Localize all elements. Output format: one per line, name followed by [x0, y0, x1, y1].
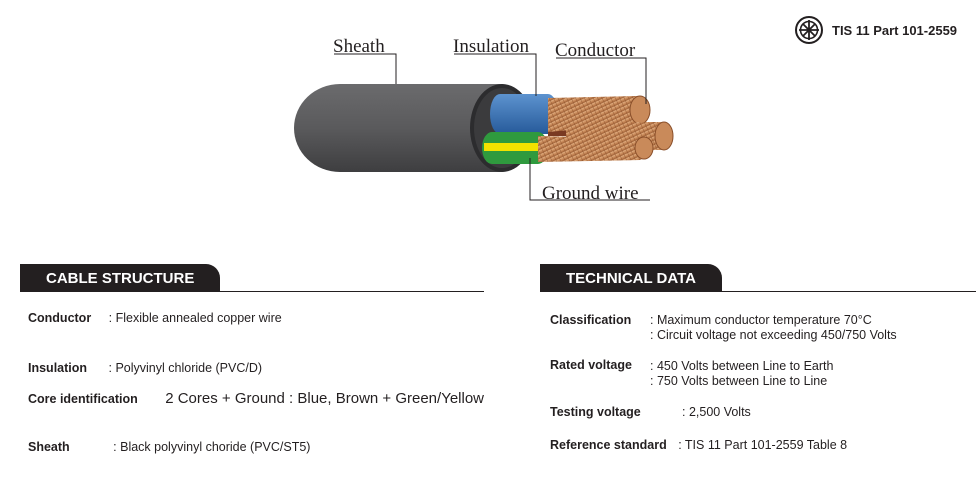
cable-diagram: [294, 53, 674, 201]
cable-row-insulation: Insulation : Polyvinyl chloride (PVC/D): [28, 361, 262, 376]
tis-mark-icon: [795, 16, 823, 44]
insulation-label: Insulation: [453, 36, 529, 57]
cable-structure-heading: CABLE STRUCTURE: [20, 264, 221, 292]
tech-row-rated-voltage-values: : 450 Volts between Line to Earth : 750 …: [650, 359, 833, 389]
technical-data-heading: TECHNICAL DATA: [540, 264, 722, 292]
row-value: : TIS 11 Part 101-2559 Table 8: [678, 438, 848, 452]
row-value: : 450 Volts between Line to Earth: [650, 359, 834, 373]
row-label: Rated voltage: [550, 358, 632, 372]
cable-structure-divider: [20, 291, 484, 292]
copper-conductors: [538, 95, 674, 162]
row-value: : Polyvinyl chloride (PVC/D): [108, 361, 263, 375]
tech-row-classification-values: : Maximum conductor temperature 70°C : C…: [650, 313, 897, 343]
tech-row-rated-voltage: Rated voltage: [550, 358, 632, 373]
tech-row-testing-voltage-value: : 2,500 Volts: [682, 405, 751, 420]
leader-lines: [334, 53, 650, 201]
row-value: : Flexible annealed copper wire: [108, 311, 282, 325]
tech-row-reference-standard: Reference standard : TIS 11 Part 101-255…: [550, 438, 847, 453]
conductor-label: Conductor: [555, 40, 636, 61]
sheath-label: Sheath: [333, 36, 385, 57]
row-label: Sheath: [28, 440, 70, 454]
tech-row-testing-voltage: Testing voltage: [550, 405, 641, 420]
blue-insulation-shape: [490, 94, 558, 134]
standard-text: TIS 11 Part 101-2559: [832, 22, 958, 38]
standard-badge: TIS 11 Part 101-2559: [794, 15, 957, 45]
row-label: Reference standard: [550, 438, 667, 452]
row-label: Core identification: [28, 392, 138, 406]
row-label: Classification: [550, 313, 632, 327]
row-value: 2 Cores + Ground : Blue, Brown + Green/Y…: [165, 390, 485, 407]
row-value: : Circuit voltage not exceeding 450/750 …: [650, 328, 897, 342]
row-label: Testing voltage: [550, 405, 641, 419]
row-value: : Black polyvinyl choride (PVC/ST5): [113, 440, 311, 454]
tech-row-classification: Classification: [550, 313, 631, 328]
ground-wire-label: Ground wire: [542, 183, 639, 204]
ground-insulation-shape: [482, 132, 548, 164]
row-value: : Maximum conductor temperature 70°C: [650, 313, 872, 327]
cable-row-sheath: Sheath : Black polyvinyl choride (PVC/ST…: [28, 440, 310, 455]
technical-data-divider: [540, 291, 976, 292]
row-value: : 750 Volts between Line to Line: [650, 374, 828, 388]
cable-row-conductor: Conductor : Flexible annealed copper wir…: [28, 311, 282, 326]
row-label: Insulation: [28, 361, 88, 375]
row-value: : 2,500 Volts: [682, 405, 751, 419]
row-label: Conductor: [28, 311, 92, 325]
cable-row-core-identification: Core identification 2 Cores + Ground : B…: [28, 391, 484, 407]
